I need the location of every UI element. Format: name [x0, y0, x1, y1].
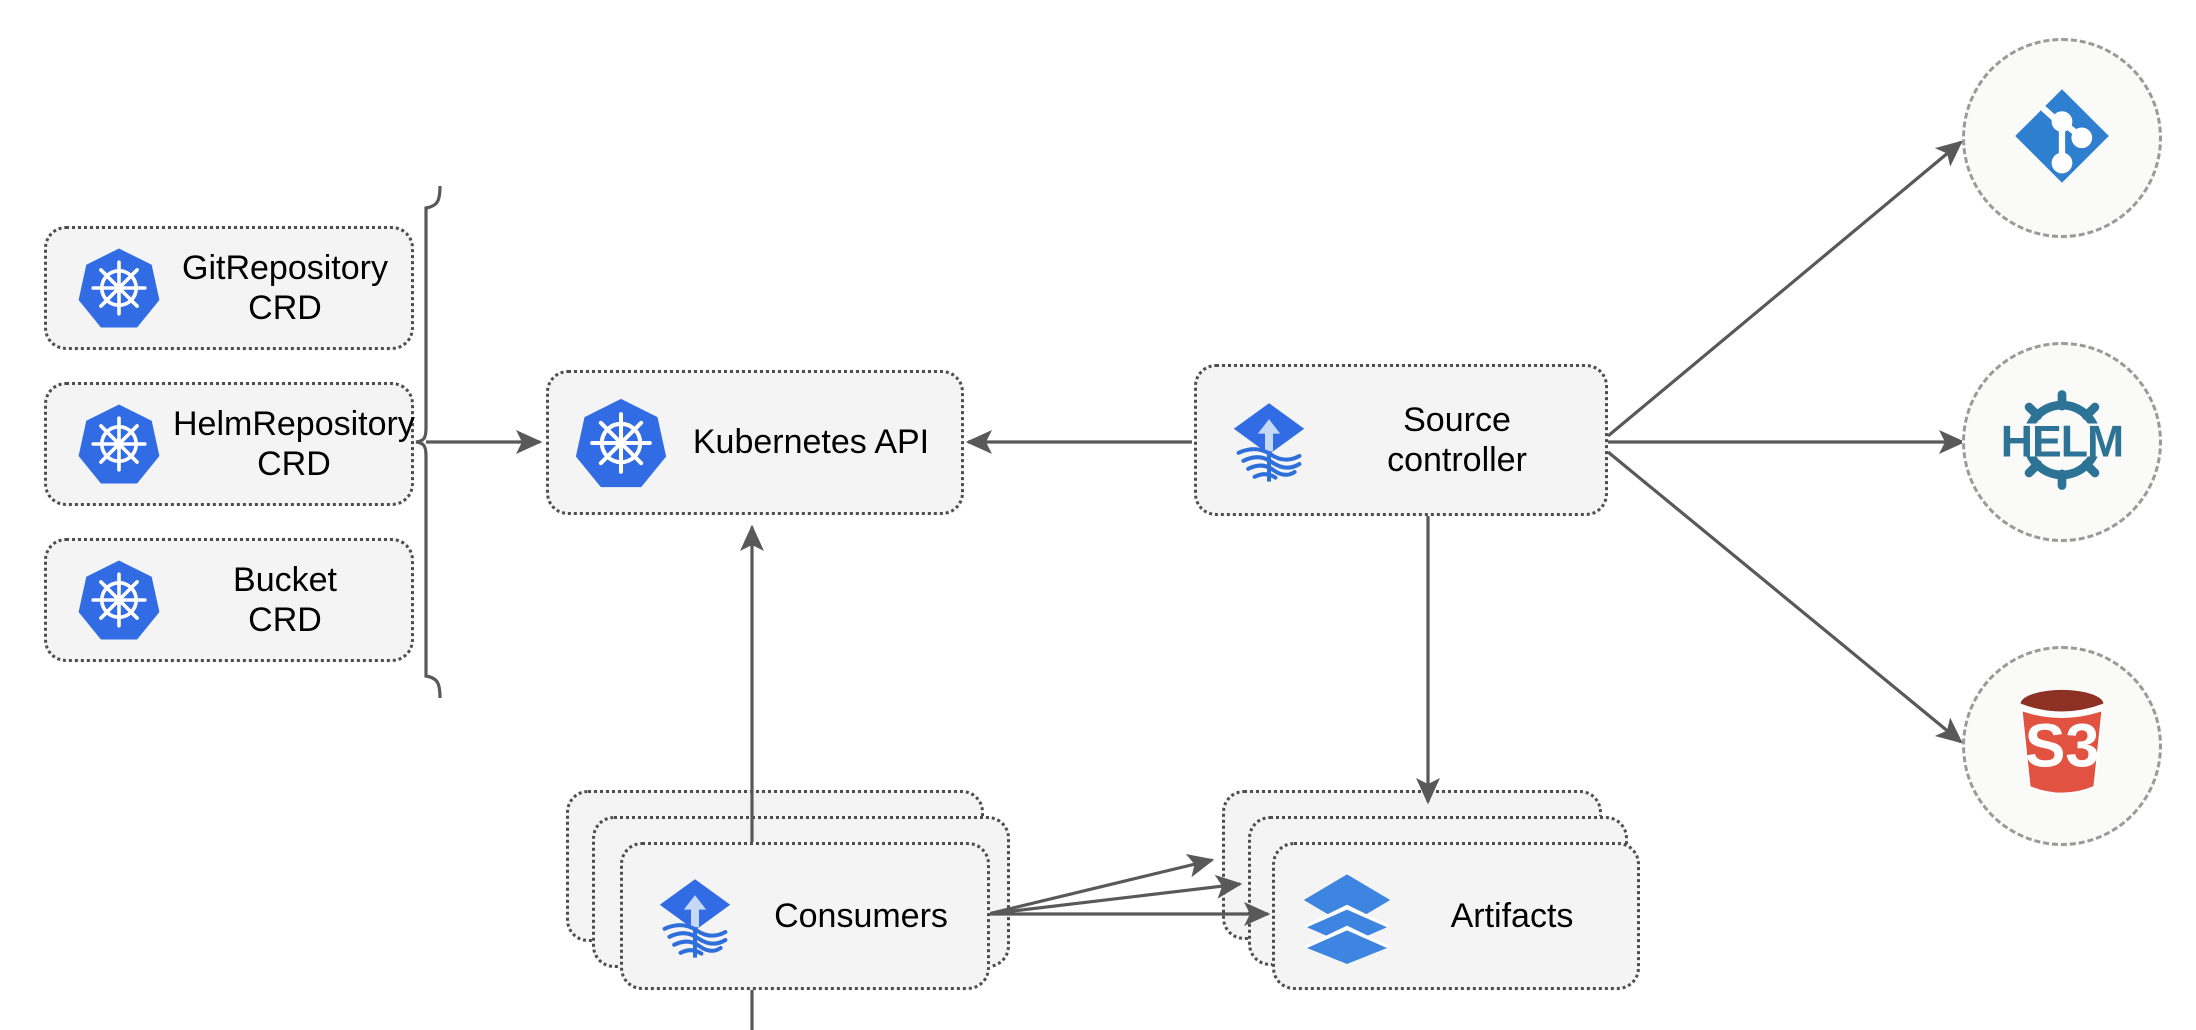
layers-icon — [1299, 868, 1395, 964]
kubernetes-api-node[interactable]: Kubernetes API — [546, 370, 964, 515]
crd-label-line2: CRD — [248, 601, 322, 639]
kubernetes-icon — [573, 395, 669, 491]
edge-consumers-to-artifacts-2 — [987, 874, 1243, 916]
edge-source-to-git — [1606, 140, 1963, 438]
git-source-circle[interactable] — [1962, 38, 2162, 238]
crd-label-line2: CRD — [257, 445, 331, 483]
source-controller-node[interactable]: Source controller — [1194, 364, 1608, 516]
helm-source-circle[interactable]: HELM — [1962, 342, 2162, 542]
edge-source-to-s3 — [1606, 450, 1963, 744]
s3-source-circle[interactable]: S3 — [1962, 646, 2162, 846]
crd-label-line1: HelmRepository — [173, 404, 415, 443]
kubernetes-icon — [71, 552, 167, 648]
kubernetes-icon — [71, 396, 167, 492]
git-icon — [2008, 82, 2116, 195]
flux-icon — [647, 868, 743, 964]
crd-label-line2: CRD — [248, 289, 322, 327]
edge-consumers-to-artifacts-1 — [987, 853, 1215, 916]
crd-label-line1: Bucket — [233, 560, 337, 599]
source-controller-label: Source controller — [1387, 400, 1527, 479]
svg-text:HELM: HELM — [2001, 417, 2123, 466]
artifacts-label: Artifacts — [1450, 896, 1574, 935]
flux-icon — [1221, 392, 1317, 488]
artifacts-node[interactable]: Artifacts — [1272, 842, 1640, 990]
kubernetes-api-label: Kubernetes API — [692, 423, 930, 462]
kubernetes-icon — [71, 240, 167, 336]
crd-label-line1: GitRepository — [182, 248, 388, 287]
consumers-node[interactable]: Consumers — [620, 842, 990, 990]
consumers-label: Consumers — [774, 896, 948, 935]
helm-icon: HELM — [1999, 377, 2125, 508]
s3-icon: S3 — [2003, 682, 2121, 811]
svg-text:S3: S3 — [2025, 711, 2100, 779]
